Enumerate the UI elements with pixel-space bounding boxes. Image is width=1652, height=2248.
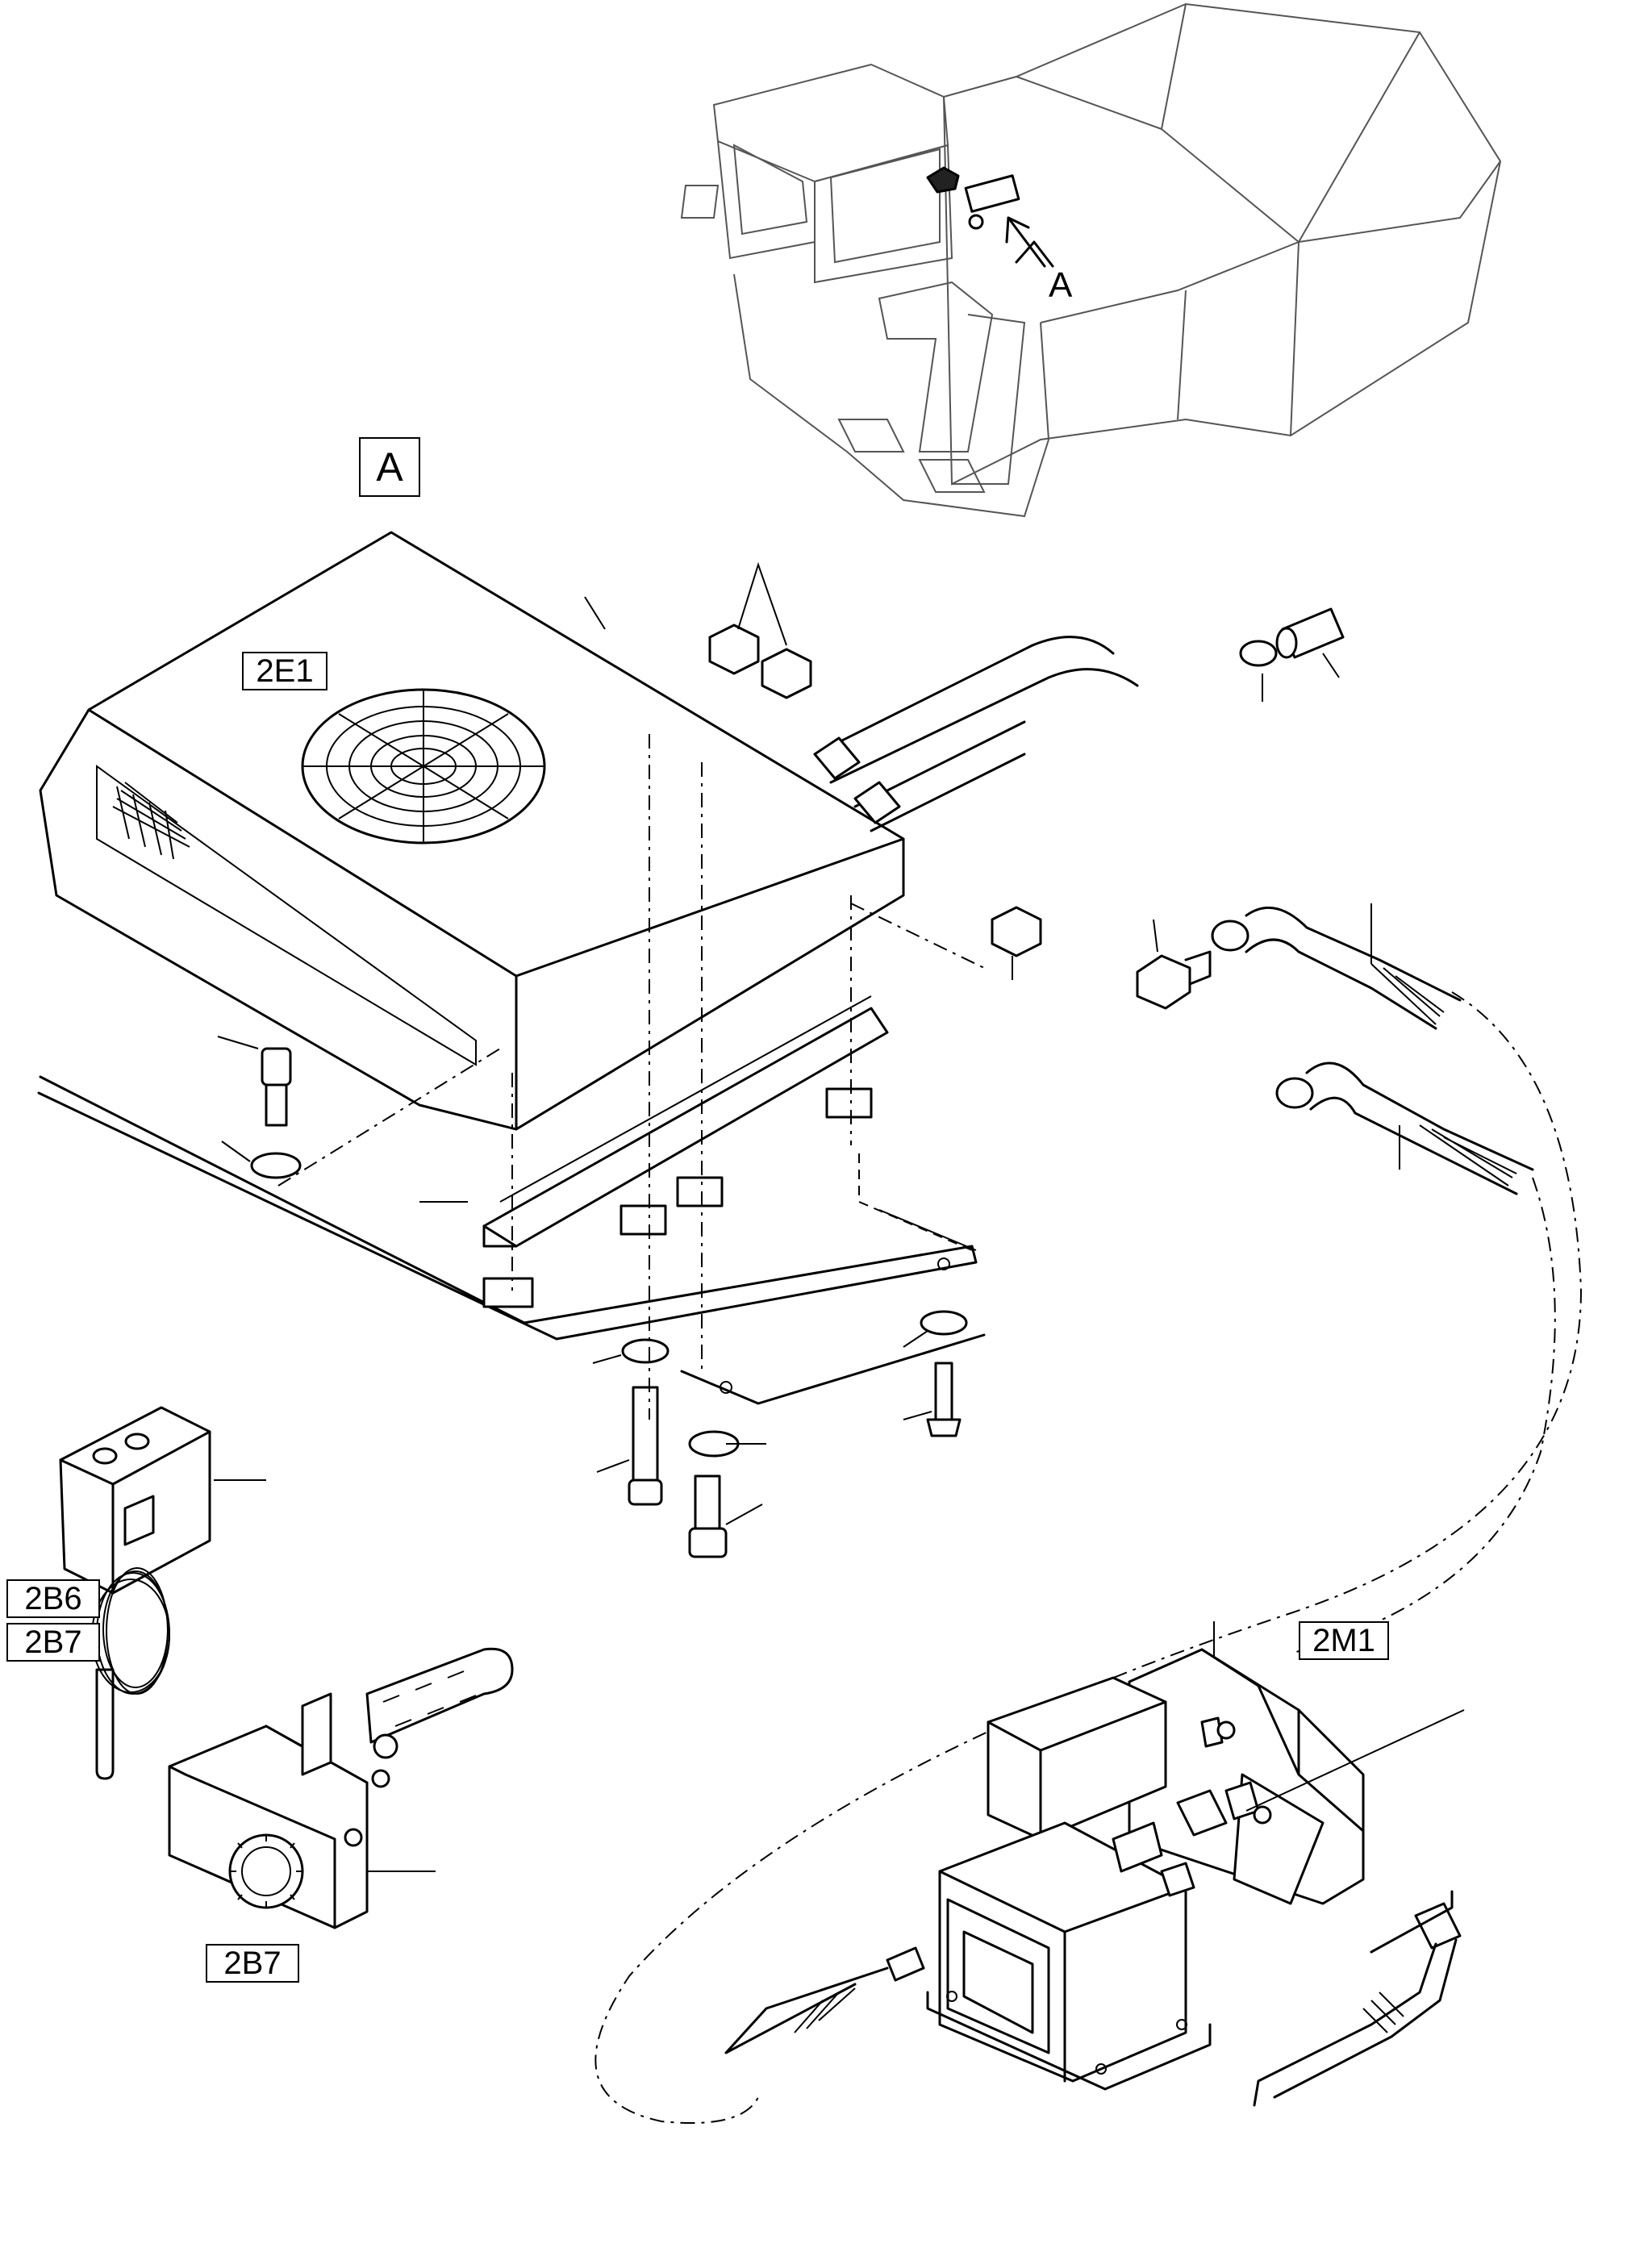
label-2b7-thermostat: 2B7 xyxy=(206,1944,299,1983)
roof-ac-unit xyxy=(37,531,1139,1558)
thermostat xyxy=(168,1647,514,1929)
label-2m1: 2M1 xyxy=(1299,1621,1389,1660)
arrow-label: A xyxy=(1049,265,1073,305)
label-2e1: 2E1 xyxy=(242,652,327,690)
machine-overview xyxy=(680,2,1502,518)
compressor xyxy=(724,1621,1465,2107)
view-label-a: A xyxy=(359,437,420,497)
pressure-switch xyxy=(59,1406,266,1780)
hose-fittings xyxy=(594,607,1583,2124)
label-2b7-switch: 2B7 xyxy=(6,1623,100,1662)
label-2b6: 2B6 xyxy=(6,1579,100,1618)
